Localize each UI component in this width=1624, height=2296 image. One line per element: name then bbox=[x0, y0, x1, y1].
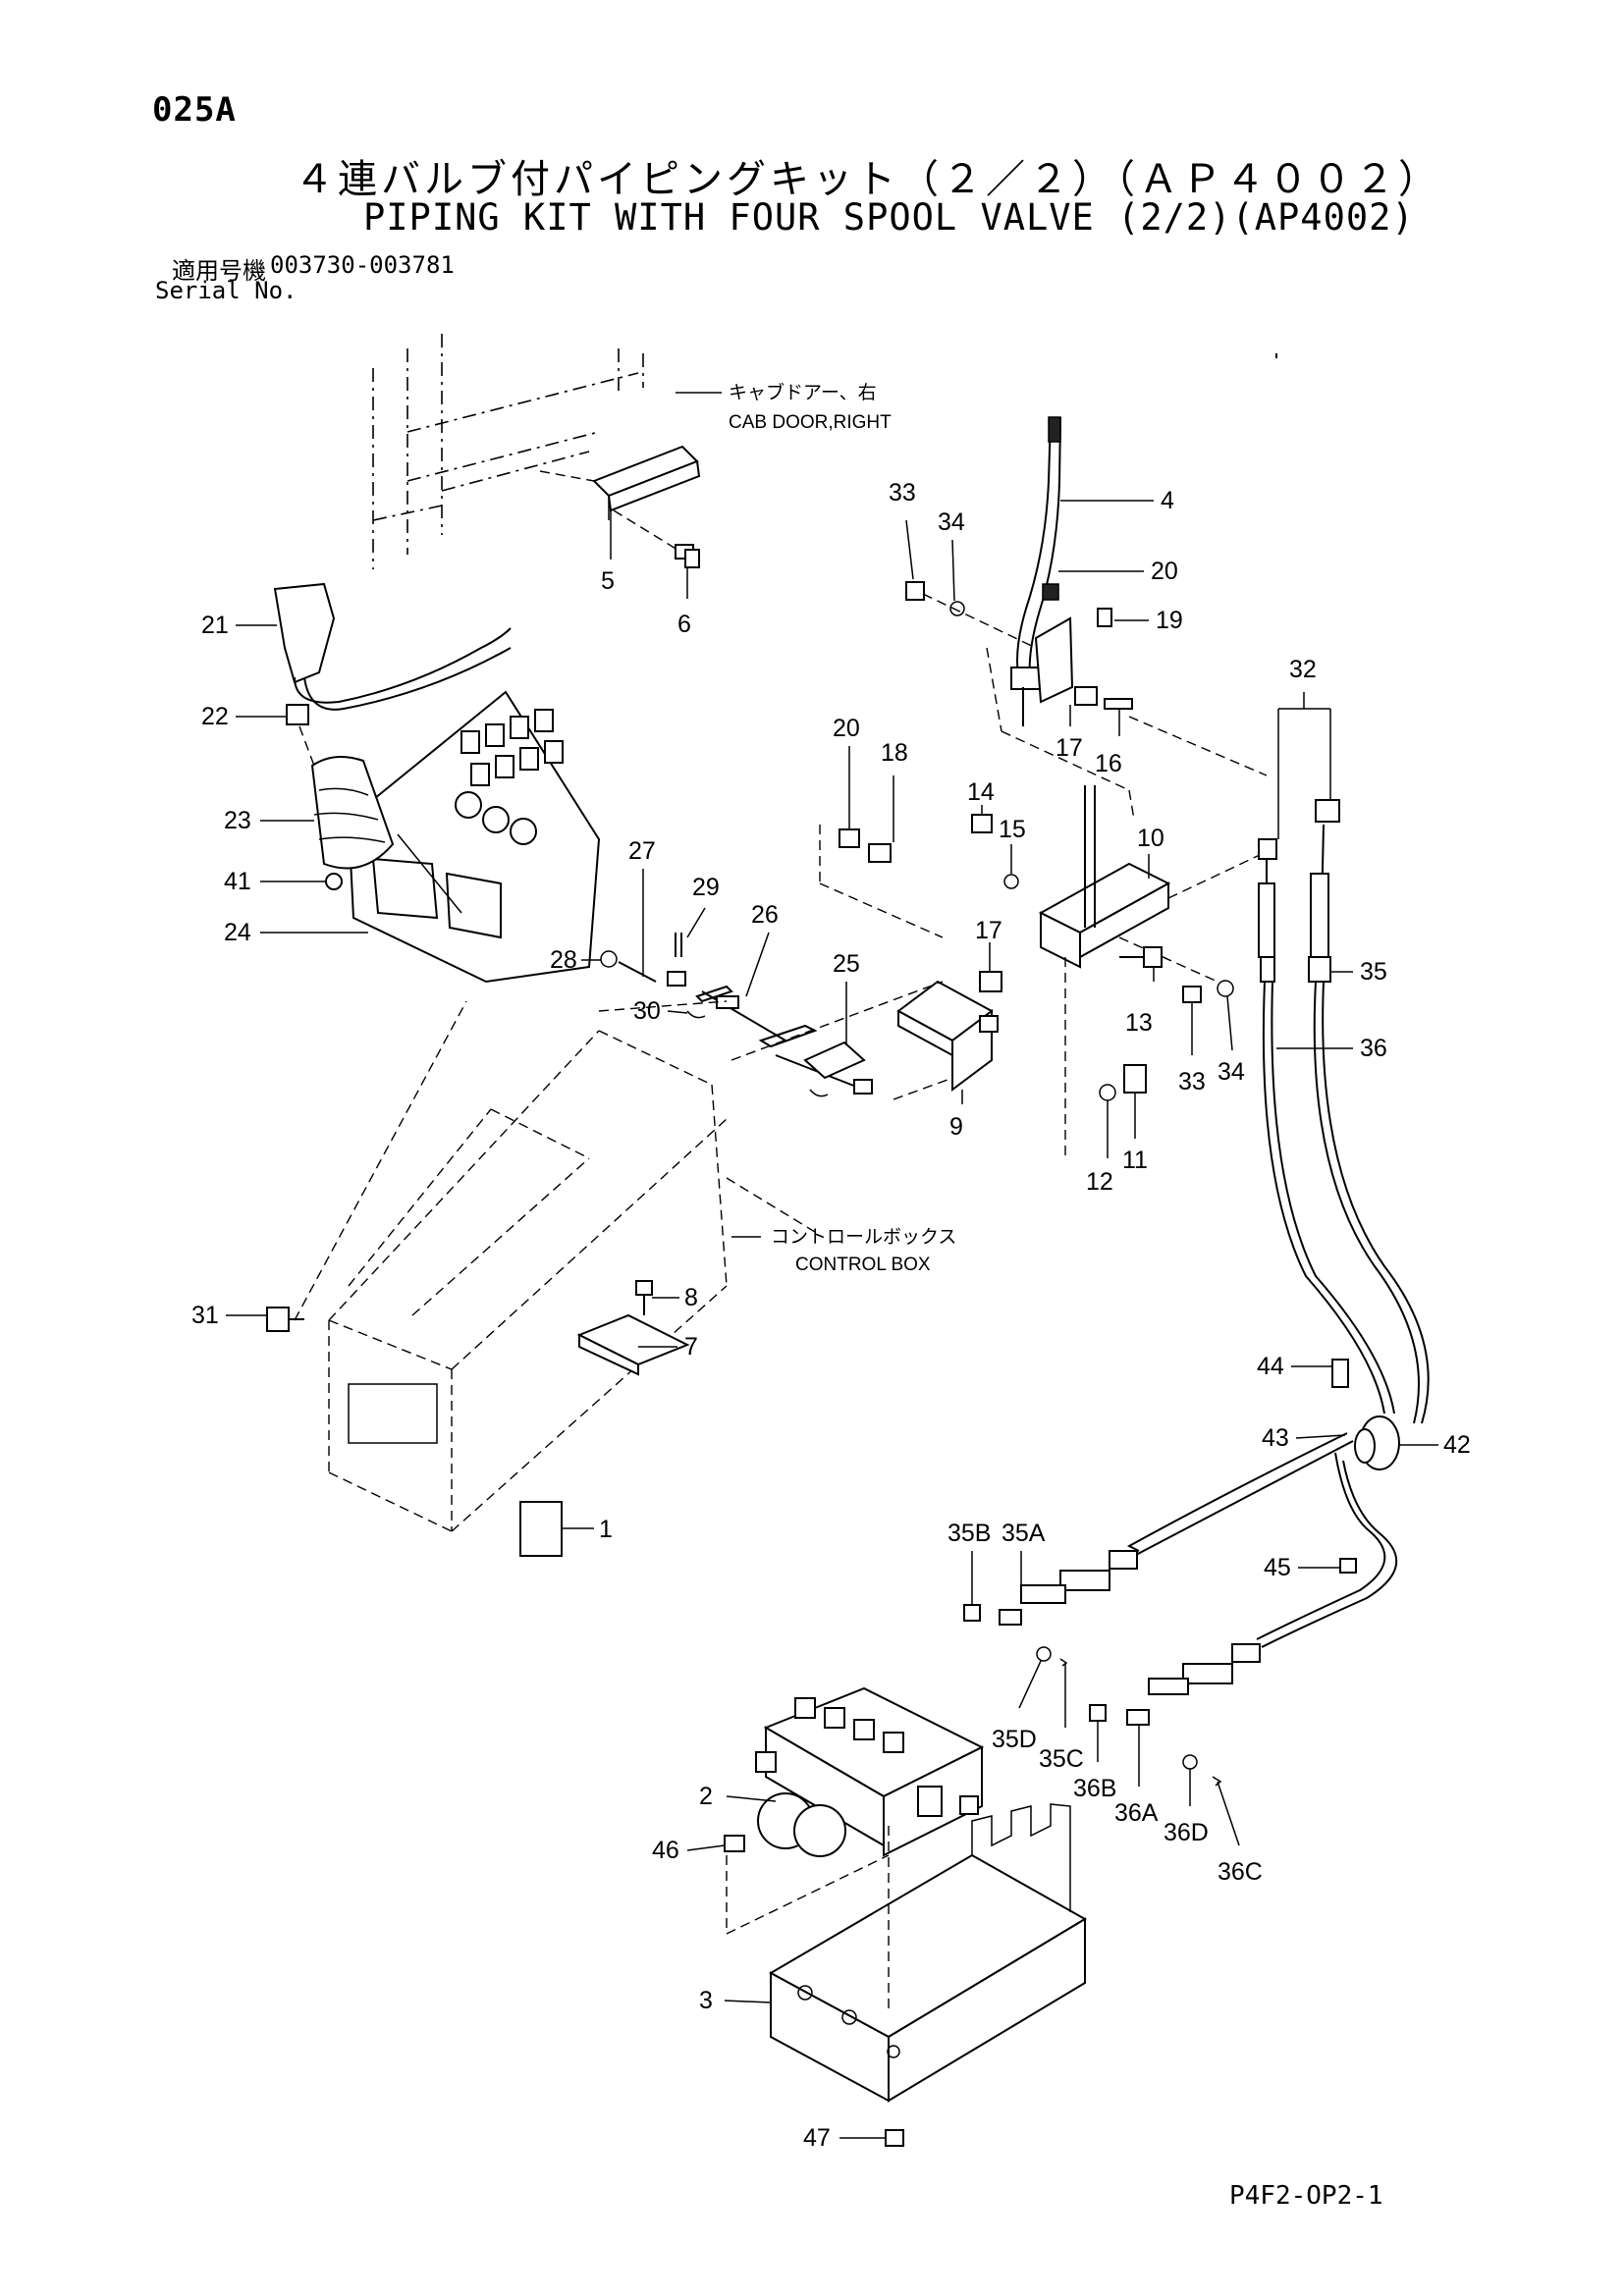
note-control-box-jp: コントロールボックス bbox=[771, 1226, 956, 1248]
box-hardware bbox=[266, 1280, 690, 1557]
serial-number-range: 003730-003781 bbox=[270, 251, 455, 279]
callout-17-lower: 17 bbox=[975, 917, 1002, 944]
callout-31: 31 bbox=[191, 1302, 219, 1329]
callout-1: 1 bbox=[599, 1516, 613, 1543]
callout-35B: 35B bbox=[947, 1520, 991, 1547]
grip-knob bbox=[273, 582, 512, 890]
callout-10: 10 bbox=[1137, 825, 1164, 852]
callout-9: 9 bbox=[949, 1113, 963, 1141]
note-cab-door-jp: キャブドアー、右 bbox=[729, 381, 877, 403]
callout-6: 6 bbox=[677, 611, 691, 638]
callout-28: 28 bbox=[550, 946, 577, 974]
callout-12: 12 bbox=[1086, 1168, 1113, 1196]
sheet-code: P4F2-OP2-1 bbox=[1229, 2181, 1383, 2211]
callout-19: 19 bbox=[1156, 607, 1183, 634]
callout-34-lower: 34 bbox=[1218, 1058, 1245, 1086]
callout-3: 3 bbox=[699, 1987, 713, 2014]
callout-16: 16 bbox=[1095, 750, 1122, 777]
callout-20-upper: 20 bbox=[1151, 558, 1178, 585]
title-english: PIPING KIT WITH FOUR SPOOL VALVE (2/2)(A… bbox=[363, 196, 1415, 239]
callout-46: 46 bbox=[652, 1837, 679, 1864]
callout-15: 15 bbox=[999, 816, 1026, 843]
four-spool-valve bbox=[755, 1686, 985, 1857]
callout-8: 8 bbox=[684, 1284, 698, 1311]
lever-bracket bbox=[819, 785, 1263, 1158]
callout-35: 35 bbox=[1360, 958, 1387, 986]
callout-36A: 36A bbox=[1114, 1799, 1159, 1827]
callout-20-lower: 20 bbox=[833, 715, 860, 742]
serial-label-japanese: 適用号機 bbox=[172, 257, 266, 285]
cab-door-frame: キャブドアー、右 CAB DOOR,RIGHT bbox=[372, 334, 892, 569]
link-bracket bbox=[896, 971, 1002, 1092]
callout-34-upper: 34 bbox=[938, 508, 965, 536]
door-bracket bbox=[539, 445, 701, 568]
callout-33-upper: 33 bbox=[889, 479, 916, 507]
callout-35C: 35C bbox=[1039, 1745, 1084, 1773]
callout-42: 42 bbox=[1443, 1431, 1471, 1459]
callout-36B: 36B bbox=[1073, 1775, 1116, 1802]
callout-33-lower: 33 bbox=[1178, 1068, 1206, 1095]
callout-35D: 35D bbox=[992, 1726, 1037, 1753]
callout-47: 47 bbox=[803, 2124, 831, 2152]
callout-36C: 36C bbox=[1218, 1858, 1263, 1886]
callout-17-upper: 17 bbox=[1056, 734, 1083, 762]
callout-25: 25 bbox=[833, 950, 860, 978]
callouts: 1 2 3 4 5 6 7 8 9 10 11 12 13 bbox=[191, 479, 1471, 2152]
note-cab-door-en: CAB DOOR,RIGHT bbox=[729, 412, 892, 433]
cable-36-end bbox=[1089, 1643, 1261, 1787]
callout-44: 44 bbox=[1257, 1353, 1284, 1380]
link-rods bbox=[598, 933, 948, 1100]
callout-23: 23 bbox=[224, 807, 251, 834]
callout-7: 7 bbox=[684, 1333, 698, 1361]
callout-27: 27 bbox=[628, 837, 656, 865]
cable-boots bbox=[1258, 873, 1331, 983]
callout-4: 4 bbox=[1161, 487, 1174, 514]
callout-18: 18 bbox=[881, 739, 908, 767]
page-code: 025A bbox=[152, 90, 237, 130]
callout-30: 30 bbox=[633, 997, 661, 1025]
callout-36D: 36D bbox=[1164, 1819, 1209, 1846]
callout-5: 5 bbox=[601, 567, 615, 595]
panel-switches bbox=[460, 709, 564, 786]
callout-32: 32 bbox=[1289, 656, 1317, 683]
control-lever-assembly bbox=[905, 416, 1268, 821]
callout-41: 41 bbox=[224, 868, 251, 895]
callout-21: 21 bbox=[201, 612, 229, 639]
control-box: コントロールボックス CONTROL BOX bbox=[294, 1000, 956, 1532]
callout-24: 24 bbox=[224, 919, 251, 946]
serial-label-english: Serial No. bbox=[155, 277, 298, 304]
title-japanese: ４連バルブ付パイピングキット（２／２）（ＡＰ４００２） bbox=[295, 157, 1441, 202]
cable-35-end bbox=[963, 1550, 1138, 1667]
callout-22: 22 bbox=[201, 703, 229, 730]
callout-13: 13 bbox=[1125, 1009, 1153, 1037]
cable-assembly bbox=[963, 353, 1430, 1787]
callout-29: 29 bbox=[692, 874, 720, 901]
callout-11: 11 bbox=[1122, 1147, 1148, 1174]
callout-2: 2 bbox=[699, 1783, 713, 1810]
callout-14: 14 bbox=[967, 778, 995, 806]
callout-26: 26 bbox=[751, 901, 779, 929]
control-panel bbox=[347, 690, 601, 984]
callout-35A: 35A bbox=[1001, 1520, 1046, 1547]
callout-43: 43 bbox=[1262, 1424, 1289, 1452]
valve-mounting-bracket bbox=[724, 1803, 1087, 2147]
note-control-box-en: CONTROL BOX bbox=[795, 1255, 931, 1275]
callout-36: 36 bbox=[1360, 1035, 1387, 1062]
callout-45: 45 bbox=[1264, 1554, 1291, 1581]
